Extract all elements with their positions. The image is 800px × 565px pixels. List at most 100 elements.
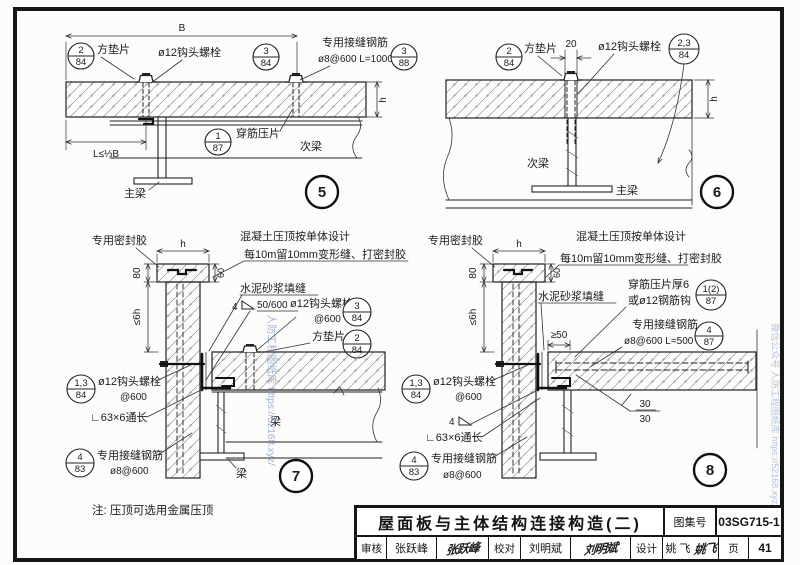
d8-seam-label1: 专用接缝钢筋 [431, 451, 497, 465]
d6-detail-number: 6 [699, 174, 735, 210]
detail-7: 专用密封胶 h 80 ≤6h 60 混凝土压顶按单体设计 每10m留10mm变形… [65, 229, 409, 517]
svg-text:84: 84 [76, 390, 87, 401]
svg-text:84: 84 [352, 345, 363, 356]
d7-beam-section [199, 391, 245, 461]
d6-sec-beam-section [531, 117, 613, 193]
d8-coping-note2: 每10m留10mm变形缝、打密封胶 [560, 251, 722, 265]
svg-text:6: 6 [713, 184, 721, 201]
d7-washer-label: 方垫片 [312, 329, 345, 343]
d6-washer-label: 方垫片 [524, 41, 557, 55]
svg-text:8: 8 [706, 462, 714, 479]
d7-beam-label-2: 梁 [236, 466, 247, 480]
d7-connector [238, 344, 262, 391]
d5-dim-L: L≤⅓B [93, 149, 119, 160]
d5-seam-label2: ø8@600 L=1000 [318, 54, 393, 65]
svg-text:88: 88 [399, 58, 410, 69]
d6-connector [559, 71, 583, 146]
d5-dim-B: B [179, 23, 186, 34]
svg-text:87: 87 [704, 337, 715, 348]
svg-text:4: 4 [706, 325, 711, 336]
svg-text:2: 2 [78, 45, 83, 56]
svg-text:2: 2 [354, 333, 359, 344]
d5-connector-2 [284, 73, 308, 118]
d7-bolt-r-ref-bubble: 3 84 [342, 297, 372, 327]
d5-connector-1 [134, 73, 158, 126]
d5-seam-label1: 专用接缝钢筋 [322, 35, 388, 49]
d5-washer-ref-bubble: 2 84 [67, 42, 95, 70]
page-number: 41 [758, 541, 772, 555]
d7-weld-size: 4 [232, 302, 238, 313]
d5-bolt-ref-bubble: 3 84 [252, 43, 280, 71]
d7-weld-spec: 50/600 [257, 300, 288, 311]
d8-seamr-label2: ø8@600 L=500 [624, 336, 694, 347]
d8-coping-note1: 混凝土压顶按单体设计 [576, 229, 686, 243]
svg-text:87: 87 [706, 296, 717, 307]
svg-text:5: 5 [318, 184, 326, 201]
svg-text:4: 4 [77, 452, 82, 463]
d6-main-beam-label: 主梁 [616, 183, 638, 197]
note-text: 注: 压顶可选用金属压顶 [92, 503, 214, 517]
svg-text:83: 83 [75, 464, 86, 475]
d7-mortar-label: 水泥砂浆填缝 [240, 281, 306, 295]
d7-bolt-r-label: ø12钩头螺栓 [290, 296, 353, 310]
atlas-number: 03SG715-1 [715, 508, 781, 535]
d7-bolt-r-label2: @600 [314, 314, 341, 325]
svg-text:84: 84 [261, 58, 272, 69]
d6-bolt-label: ø12钩头螺栓 [598, 39, 661, 53]
svg-text:3: 3 [354, 301, 359, 312]
designer-name: 姚 飞姚飞 [663, 537, 719, 559]
d7-bolt-l-ref-bubble: 1,3 84 [66, 374, 96, 404]
d6-dim-gap: 20 [565, 39, 577, 50]
d5-clip-ref-bubble: 1 87 [204, 128, 232, 156]
svg-text:4: 4 [411, 455, 416, 466]
checker-name: 刘明斌 [521, 537, 571, 559]
d7-dim-80: 80 [132, 267, 143, 279]
reviewer-name: 张跃峰 [387, 537, 437, 559]
svg-text:84: 84 [411, 390, 422, 401]
sheet-title: 屋面板与主体结构连接构造(二) [378, 515, 642, 533]
d7-coping-note1: 混凝土压顶按单体设计 [240, 229, 350, 243]
d7-channel-clip [215, 377, 235, 387]
d5-main-beam-label: 主梁 [124, 186, 146, 200]
d8-weld30-top: 30 [639, 399, 651, 410]
d8-roof-slab [547, 351, 757, 391]
d8-angle-label: ∟63×6通长 [425, 431, 483, 444]
d7-roof-slab [211, 351, 386, 391]
d8-weld30-bot: 30 [639, 414, 651, 425]
svg-text:1,3: 1,3 [409, 378, 422, 389]
atlas-number-label: 图集号 [663, 508, 715, 535]
svg-text:84: 84 [504, 58, 515, 69]
d7-seam-ref-bubble: 4 83 [65, 448, 95, 478]
d5-break-mark [352, 116, 361, 159]
checker-signature: 刘明斌 [571, 537, 631, 559]
d7-coping-note2: 每10m留10mm变形缝、打密封胶 [244, 247, 406, 261]
d8-press-ref-bubble: 1(2) 87 [695, 279, 727, 311]
svg-text:83: 83 [409, 467, 420, 478]
d5-dim-h: h [378, 97, 389, 103]
d5-sec-beam-label: 次梁 [300, 139, 322, 153]
detail-6: 20 2 84 方垫片 ø12钩头螺栓 2,3 84 h [443, 33, 735, 210]
svg-text:2,3: 2,3 [677, 38, 690, 49]
d8-detail-number: 8 [692, 452, 728, 488]
reviewer-signature: 张跃峰 [437, 537, 489, 559]
d8-press-label1: 穿筋压片厚6 [628, 277, 689, 291]
svg-text:87: 87 [213, 143, 224, 154]
d8-bolt-l-label: ø12钩头螺栓 [433, 374, 496, 388]
designer-signature: 姚飞 [692, 540, 717, 557]
d8-mortar-label: 水泥砂浆填缝 [538, 289, 604, 303]
designer-label: 设计 [631, 537, 663, 559]
svg-text:3: 3 [263, 46, 268, 57]
svg-text:84: 84 [352, 313, 363, 324]
svg-text:84: 84 [76, 57, 87, 68]
d6-sec-beam-label: 次梁 [527, 156, 549, 170]
d6-bolt-ref-bubble: 2,3 84 [668, 33, 700, 65]
watermark-center: 人防工程图纸库 https://52168.xyz/ [265, 314, 278, 465]
svg-text:3: 3 [401, 46, 406, 57]
d8-press-label2: 或ø12钢筋钩 [628, 293, 691, 307]
d8-channel-clip [551, 377, 571, 387]
svg-text:1: 1 [215, 131, 220, 142]
d8-bolt-l-ref-bubble: 1,3 84 [401, 374, 431, 404]
svg-text:1(2): 1(2) [703, 284, 720, 295]
